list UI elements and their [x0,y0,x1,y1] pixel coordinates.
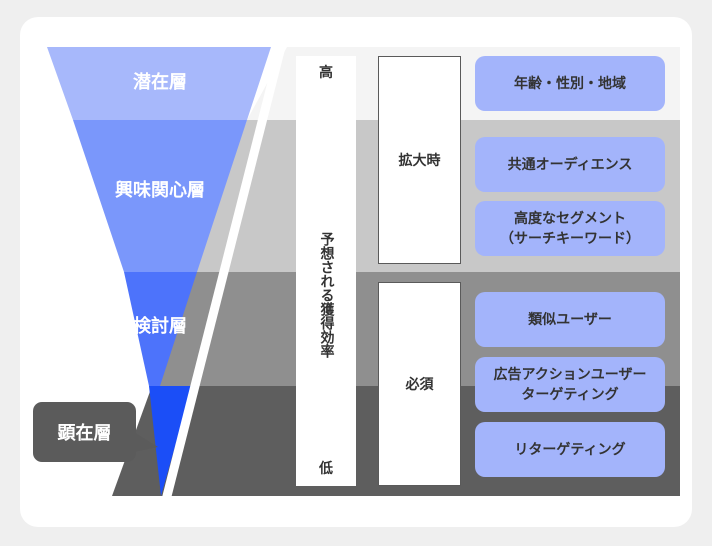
efficiency-axis-box: 高 予想される獲得効率 低 [296,56,356,486]
phase-expansion: 拡大時 [378,56,461,264]
targeting-line: 共通オーディエンス [507,156,633,173]
targeting-line: 広告アクションユーザー [493,366,647,383]
targeting-line: 年齢・性別・地域 [514,75,626,92]
funnel-layer-interest [73,120,247,272]
targeting-line: 高度なセグメント [514,210,626,227]
efficiency-low-label: 低 [319,461,333,477]
funnel-layer-manifest [149,386,192,496]
targeting-line: （サーチキーワード） [500,230,640,247]
funnel-label-consider: 検討層 [133,316,187,337]
targeting-item: 共通オーディエンス [475,137,665,192]
callout-manifest: 顕在層 [33,402,136,462]
targeting-item: 広告アクションユーザー ターゲティング [475,357,665,412]
funnel-divider [161,45,286,502]
targeting-line: 類似ユーザー [528,311,612,328]
efficiency-caption: 予想される獲得効率 [318,232,335,358]
phase-required: 必須 [378,282,461,486]
funnel-layer-consider [124,272,197,386]
targeting-item: 高度なセグメント （サーチキーワード） [475,201,665,256]
efficiency-high-label: 高 [319,65,333,81]
targeting-item: 類似ユーザー [475,292,665,347]
callout-pointer [134,432,158,452]
targeting-item: 年齢・性別・地域 [475,56,665,111]
targeting-line: リターゲティング [514,441,626,458]
targeting-item: リターゲティング [475,422,665,477]
funnel-label-latent: 潜在層 [133,72,187,93]
targeting-line: ターゲティング [521,386,619,403]
funnel-layer-latent [47,47,271,120]
funnel-label-interest: 興味関心層 [115,180,205,201]
